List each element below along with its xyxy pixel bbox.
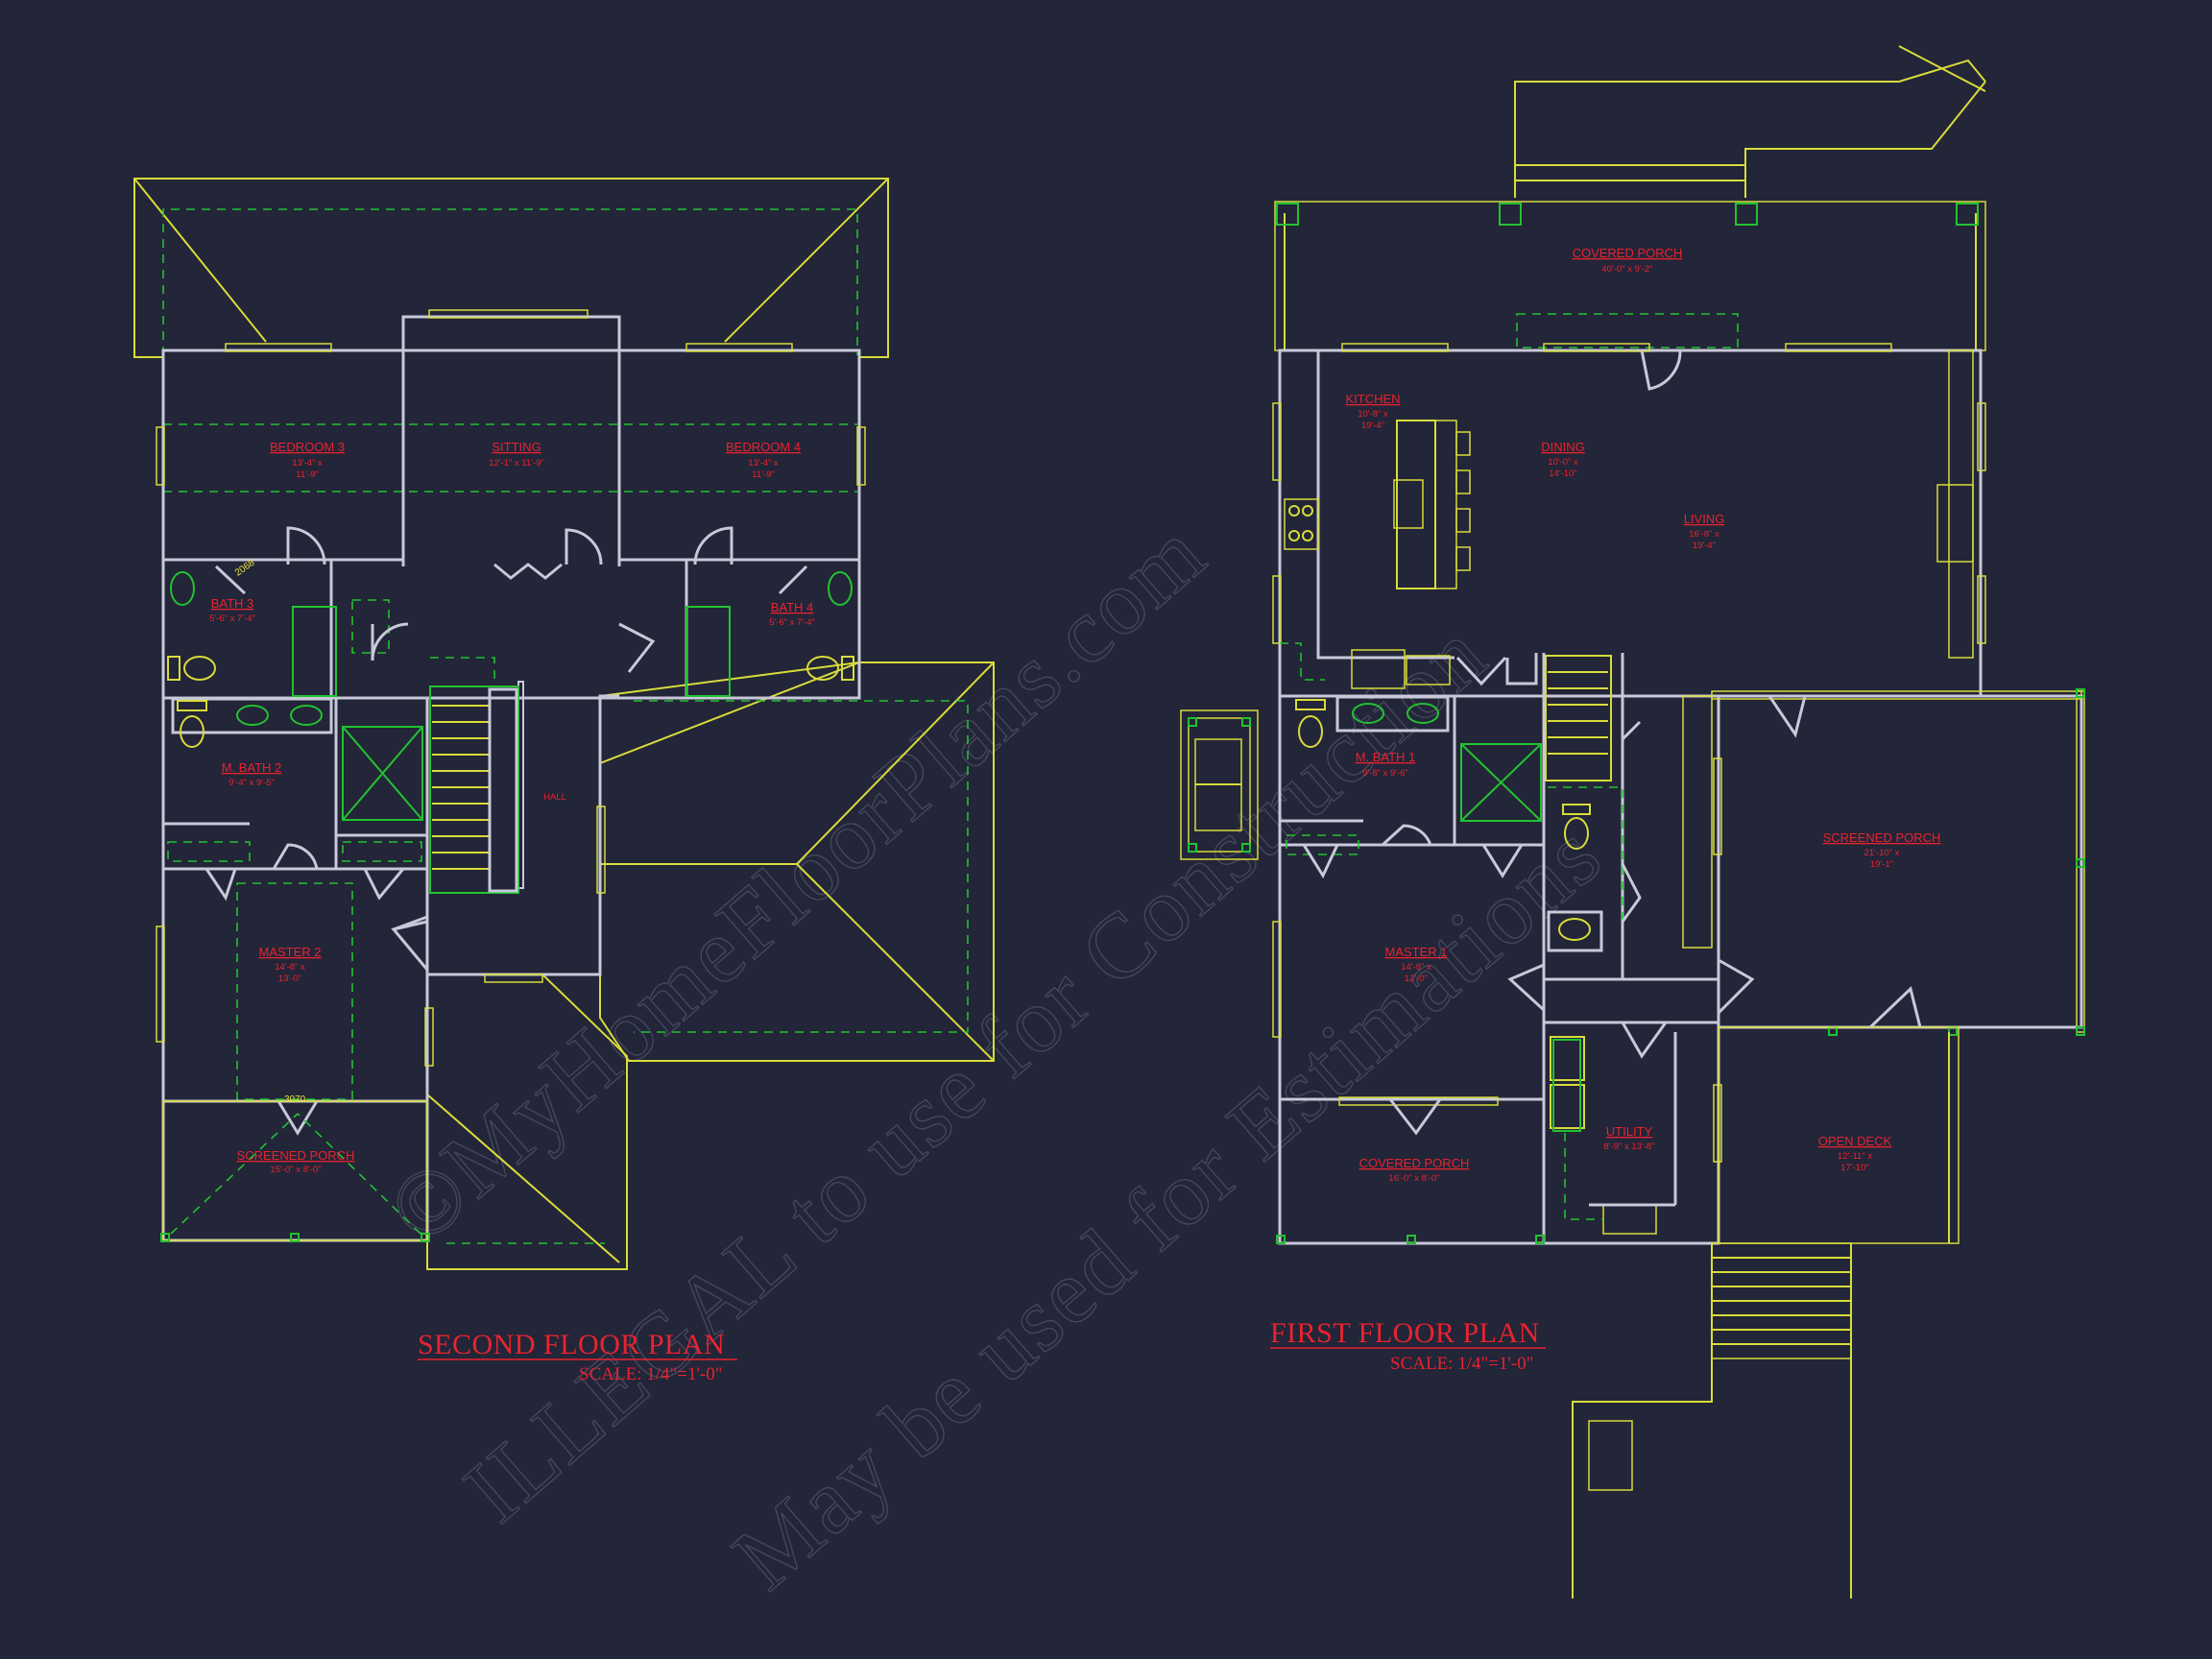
room-label-bedroom-3: BEDROOM 3 13'-4" x 11'-9" <box>270 440 345 480</box>
room-label-bath-3: BATH 3 5'-6" x 7'-4" <box>209 596 255 624</box>
svg-text:10'-0" x: 10'-0" x <box>1548 457 1578 468</box>
deck-stairs[interactable] <box>1276 1235 1852 1359</box>
room-label-utility: UTILITY 8'-9" x 13'-8" <box>1603 1124 1654 1152</box>
svg-text:14'-10": 14'-10" <box>1549 469 1576 479</box>
svg-text:5'-6" x 7'-4": 5'-6" x 7'-4" <box>769 617 815 628</box>
room-label-m-bath-1: M. BATH 1 9'-8" x 9'-6" <box>1356 750 1416 779</box>
svg-text:13'-4" x: 13'-4" x <box>748 458 779 469</box>
svg-text:13'-0": 13'-0" <box>278 974 301 984</box>
svg-text:14'-8" x: 14'-8" x <box>1401 962 1431 973</box>
first-floor-scale: SCALE: 1/4"=1'-0" <box>1390 1354 1533 1374</box>
room-label-hall: HALL <box>543 792 566 803</box>
kitchen-island <box>1280 420 1471 689</box>
svg-text:MASTER 2: MASTER 2 <box>258 945 321 959</box>
svg-text:19'-4": 19'-4" <box>1361 421 1384 431</box>
svg-text:HALL: HALL <box>543 792 566 803</box>
svg-text:10'-8" x: 10'-8" x <box>1358 409 1388 420</box>
first-floor-front-porch <box>1274 201 1986 351</box>
svg-text:17'-10": 17'-10" <box>1840 1163 1868 1173</box>
svg-text:MASTER 1: MASTER 1 <box>1384 945 1447 959</box>
svg-text:5'-6" x 7'-4": 5'-6" x 7'-4" <box>209 613 255 624</box>
room-label-bedroom-4: BEDROOM 4 13'-4" x 11'-9" <box>726 440 801 480</box>
room-label-sitting: SITTING 12'-1" x 11'-9" <box>489 440 544 469</box>
room-label-master-2: MASTER 2 14'-8" x 13'-0" <box>258 945 321 984</box>
svg-text:BATH 4: BATH 4 <box>771 600 814 614</box>
room-label-screened-porch-1: SCREENED PORCH 21'-10" x 19'-1" <box>1823 830 1941 870</box>
svg-text:LIVING: LIVING <box>1684 512 1725 526</box>
room-label-dining: DINING 10'-0" x 14'-10" <box>1541 440 1585 479</box>
room-label-m-bath-2: M. BATH 2 9'-4" x 9'-5" <box>222 760 282 788</box>
second-floor-stairs[interactable] <box>429 657 519 894</box>
svg-text:BATH 3: BATH 3 <box>211 596 254 611</box>
svg-text:19'-4": 19'-4" <box>1693 541 1716 551</box>
svg-text:19'-1": 19'-1" <box>1870 859 1893 870</box>
svg-text:16'-0" x 8'-0": 16'-0" x 8'-0" <box>1388 1173 1439 1184</box>
second-floor-doors[interactable] <box>204 526 808 1136</box>
svg-text:OPEN DECK: OPEN DECK <box>1818 1134 1892 1148</box>
first-floor-fixtures <box>1286 655 1677 1235</box>
room-label-living: LIVING 16'-8" x 19'-4" <box>1684 512 1725 551</box>
svg-text:BEDROOM 3: BEDROOM 3 <box>270 440 345 454</box>
svg-text:DINING: DINING <box>1541 440 1585 454</box>
second-floor-room-labels: BEDROOM 3 13'-4" x 11'-9" SITTING 12'-1"… <box>209 440 815 1175</box>
door-tag-3070: 3070 <box>284 1094 306 1105</box>
svg-text:9'-4" x 9'-5": 9'-4" x 9'-5" <box>228 778 275 788</box>
svg-text:M. BATH 1: M. BATH 1 <box>1356 750 1416 764</box>
second-floor-title-block: SECOND FLOOR PLAN SCALE: 1/4"=1'-0" <box>418 1329 737 1384</box>
svg-text:16'-8" x: 16'-8" x <box>1689 529 1719 540</box>
svg-text:COVERED PORCH: COVERED PORCH <box>1359 1156 1470 1170</box>
svg-text:13'-0": 13'-0" <box>1405 974 1428 984</box>
first-floor-room-labels: COVERED PORCH 40'-0" x 9'-2" KITCHEN 10'… <box>1345 246 1940 1184</box>
svg-text:SCREENED PORCH: SCREENED PORCH <box>237 1148 355 1163</box>
watermark-line-1: ©MyHomeFloorPlans.com <box>369 500 1225 1263</box>
room-label-covered-porch-rear: COVERED PORCH 16'-0" x 8'-0" <box>1359 1156 1470 1184</box>
svg-text:15'-0" x 8'-0": 15'-0" x 8'-0" <box>270 1165 321 1175</box>
second-floor-porch <box>160 1100 430 1242</box>
first-floor-plan: COVERED PORCH 40'-0" x 9'-2" KITCHEN 10'… <box>1180 45 2085 1599</box>
second-floor-plan: BEDROOM 3 13'-4" x 11'-9" SITTING 12'-1"… <box>133 178 995 1384</box>
room-label-kitchen: KITCHEN 10'-8" x 19'-4" <box>1345 392 1400 431</box>
second-floor-scale: SCALE: 1/4"=1'-0" <box>579 1364 722 1384</box>
svg-text:COVERED PORCH: COVERED PORCH <box>1573 246 1683 260</box>
svg-text:14'-8" x: 14'-8" x <box>275 962 305 973</box>
fireplace <box>1180 709 1259 860</box>
svg-text:13'-4" x: 13'-4" x <box>292 458 323 469</box>
first-floor-title-block: FIRST FLOOR PLAN SCALE: 1/4"=1'-0" <box>1270 1317 1546 1374</box>
svg-text:40'-0" x 9'-2": 40'-0" x 9'-2" <box>1601 264 1652 275</box>
svg-text:UTILITY: UTILITY <box>1606 1124 1653 1139</box>
svg-text:8'-9" x 13'-8": 8'-9" x 13'-8" <box>1603 1142 1654 1152</box>
room-label-bath-4: BATH 4 5'-6" x 7'-4" <box>769 600 815 628</box>
first-floor-walls <box>1272 343 2085 1245</box>
svg-text:SITTING: SITTING <box>492 440 541 454</box>
svg-text:11'-9": 11'-9" <box>296 469 319 480</box>
svg-text:M. BATH 2: M. BATH 2 <box>222 760 282 775</box>
svg-text:9'-8" x 9'-6": 9'-8" x 9'-6" <box>1362 768 1408 779</box>
svg-text:SCREENED PORCH: SCREENED PORCH <box>1823 830 1941 845</box>
svg-text:12'-1" x 11'-9": 12'-1" x 11'-9" <box>489 458 544 469</box>
room-label-open-deck: OPEN DECK 12'-11" x 17'-10" <box>1818 1134 1892 1173</box>
second-floor-fixtures <box>167 571 854 1100</box>
svg-text:21'-10" x: 21'-10" x <box>1864 848 1900 858</box>
second-floor-title: SECOND FLOOR PLAN <box>418 1329 725 1360</box>
first-floor-title: FIRST FLOOR PLAN <box>1270 1317 1540 1349</box>
room-label-screened-porch-2: SCREENED PORCH 15'-0" x 8'-0" <box>237 1148 355 1175</box>
first-floor-doors[interactable] <box>1302 349 1922 1136</box>
room-label-covered-porch-front: COVERED PORCH 40'-0" x 9'-2" <box>1573 246 1683 275</box>
room-label-master-1: MASTER 1 14'-8" x 13'-0" <box>1384 945 1447 984</box>
svg-text:12'-11" x: 12'-11" x <box>1838 1151 1872 1162</box>
svg-text:11'-9": 11'-9" <box>752 469 775 480</box>
svg-text:BEDROOM 4: BEDROOM 4 <box>726 440 801 454</box>
svg-text:KITCHEN: KITCHEN <box>1345 392 1400 406</box>
